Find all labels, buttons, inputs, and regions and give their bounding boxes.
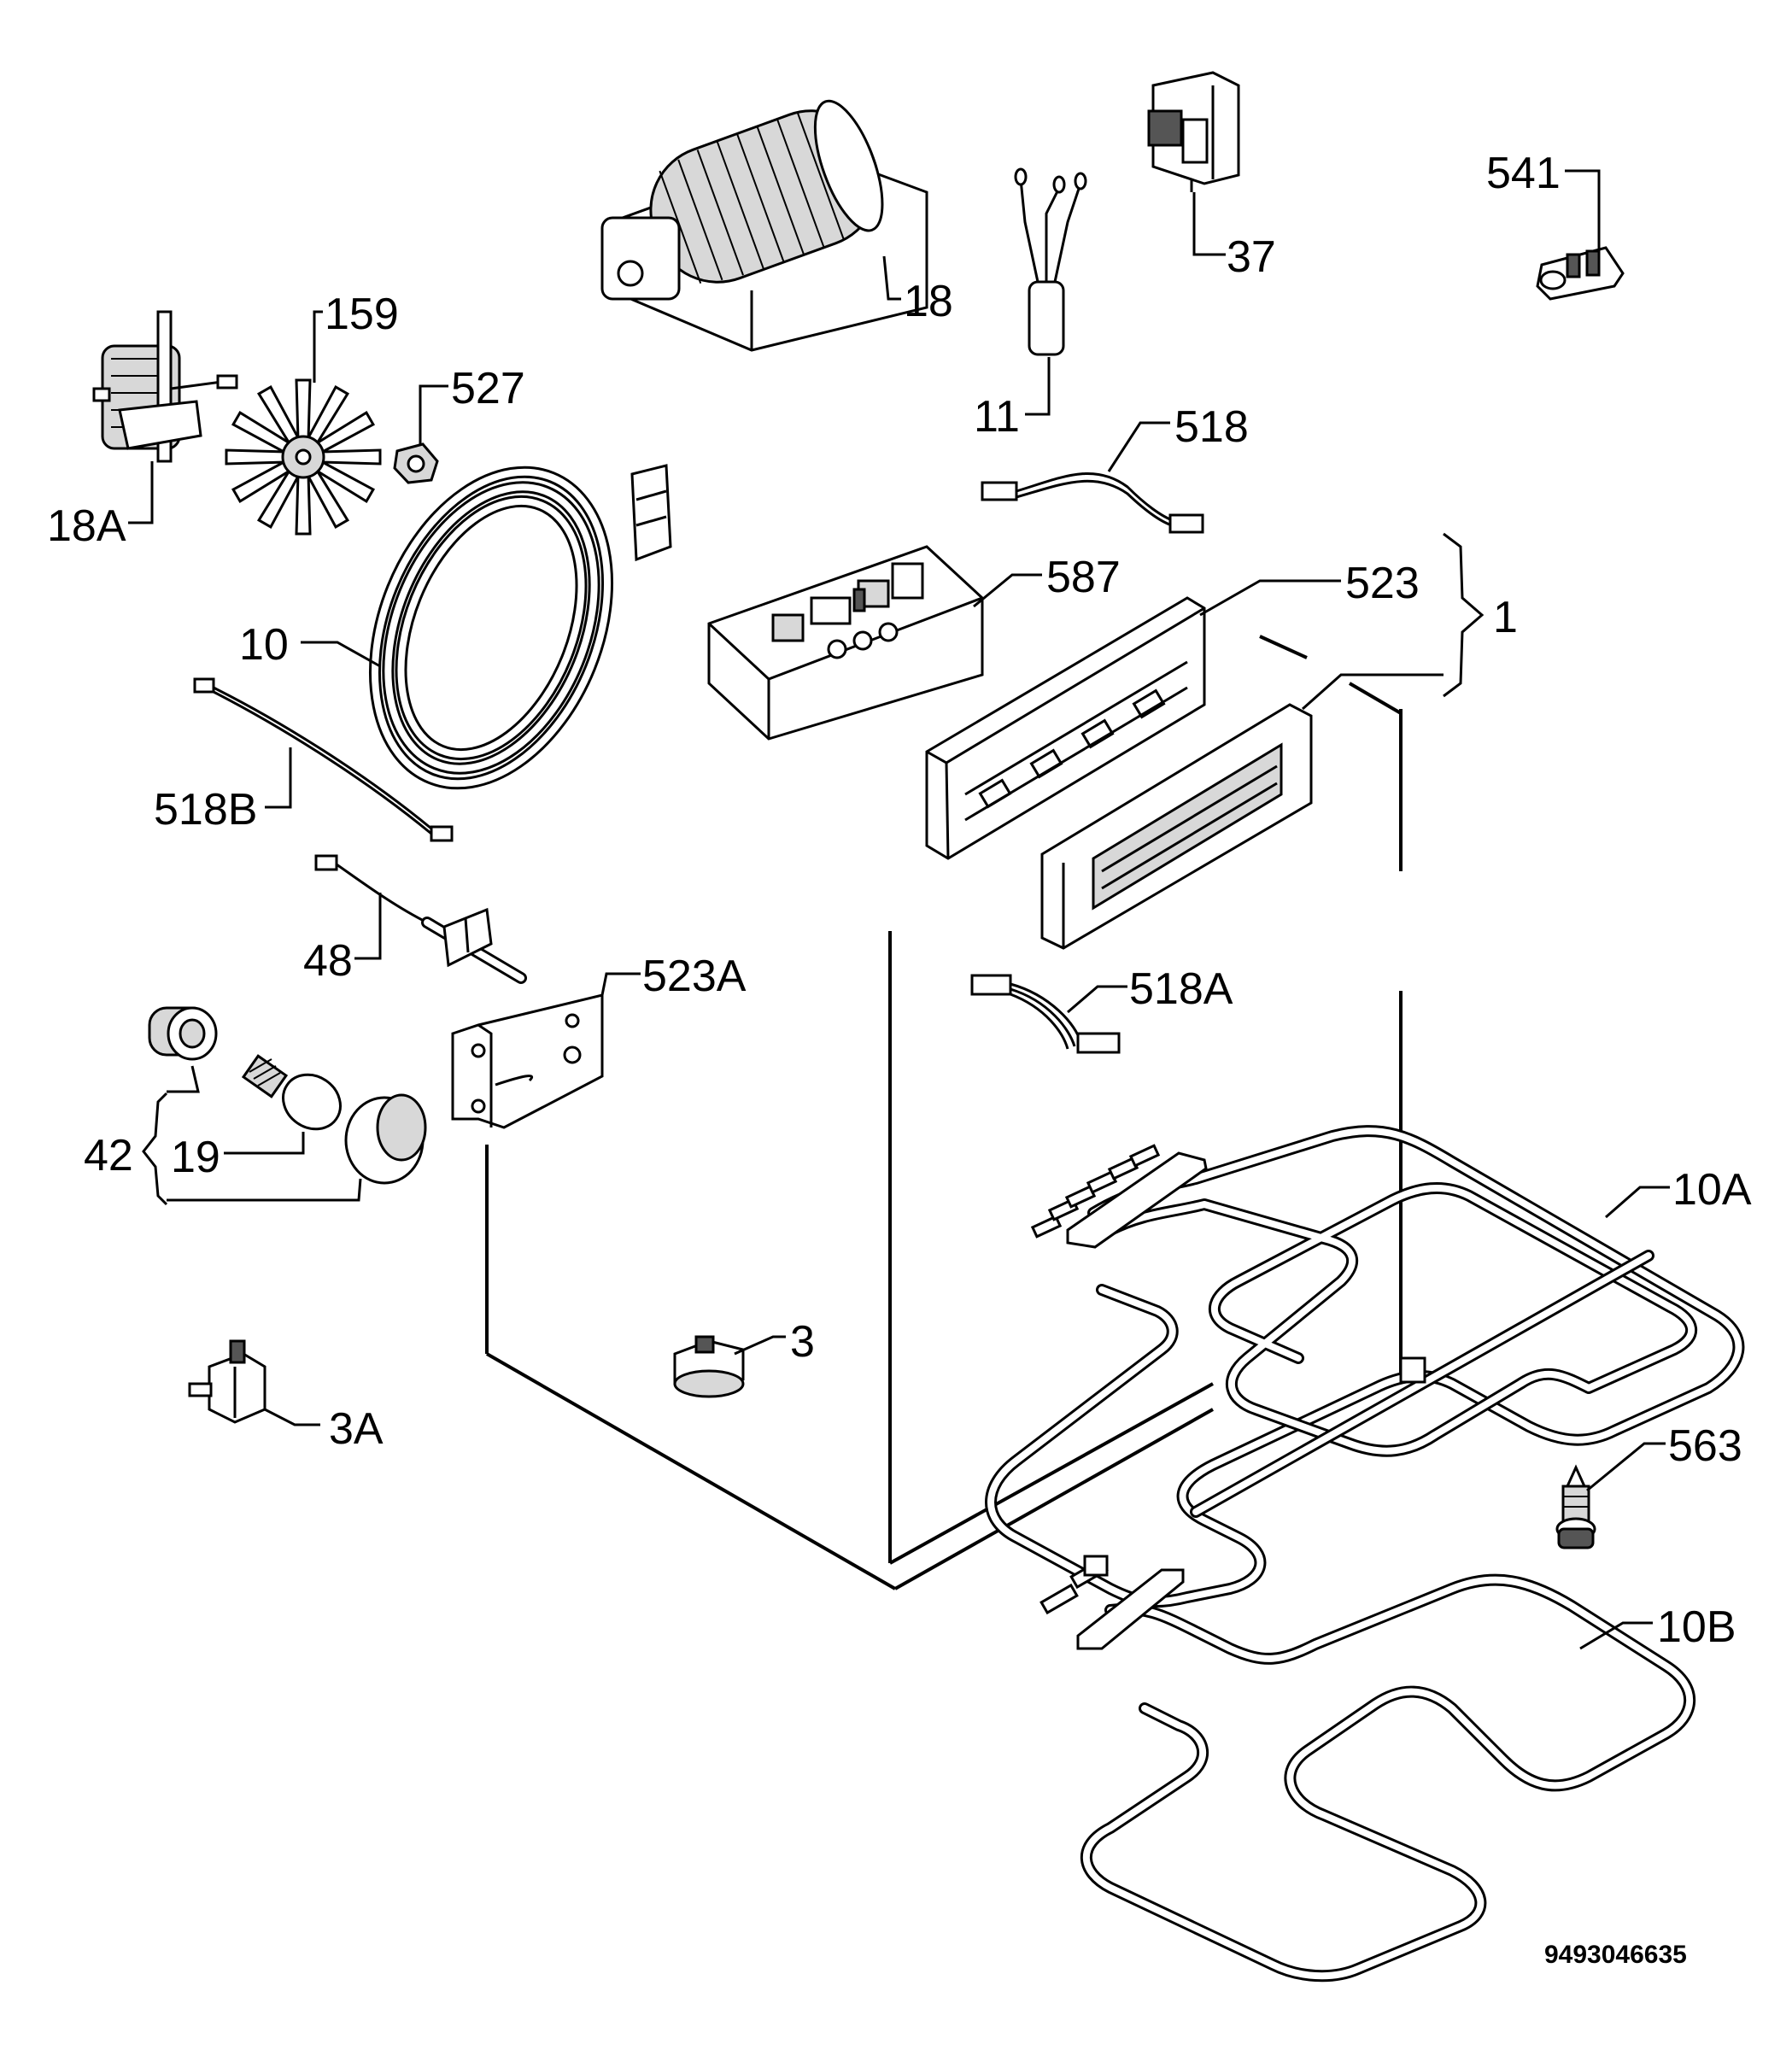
lamp-holder: [148, 1006, 218, 1061]
label-159: 159: [325, 290, 399, 339]
label-541: 541: [1486, 149, 1561, 198]
label-18A: 18A: [47, 501, 126, 551]
lamp-cover: [344, 1093, 427, 1185]
tangential-fan: [600, 99, 928, 352]
leader-523: [1199, 579, 1341, 617]
leader-518A: [1067, 985, 1127, 1014]
display-board: [1040, 703, 1313, 950]
label-3: 3: [790, 1317, 815, 1367]
label-3A: 3A: [329, 1404, 384, 1454]
leader-18: [882, 255, 901, 301]
leader-518B: [265, 747, 292, 809]
mounting-bracket: [451, 993, 604, 1129]
cable-518B: [193, 677, 454, 842]
leader-10A: [1605, 1186, 1670, 1219]
label-563: 563: [1668, 1421, 1742, 1471]
control-board-frame: [925, 596, 1206, 860]
leader-10: [301, 641, 381, 668]
leader-19: [224, 1132, 305, 1155]
circular-heating-element: [368, 464, 672, 790]
label-48: 48: [303, 936, 353, 986]
leader-3A: [264, 1408, 320, 1426]
leader-42a: [167, 1065, 200, 1093]
label-10: 10: [239, 620, 289, 670]
leader-518: [1107, 421, 1170, 472]
label-523: 523: [1345, 559, 1420, 608]
label-523A: 523A: [642, 952, 747, 1001]
leader-3: [734, 1335, 786, 1356]
temperature-sensor: [314, 854, 527, 984]
thermostat-3A: [188, 1339, 266, 1424]
label-19: 19: [171, 1133, 220, 1182]
label-11: 11: [974, 392, 1020, 442]
leader-48: [354, 893, 382, 960]
door-switch: [1147, 71, 1240, 192]
leader-563: [1586, 1442, 1666, 1492]
fan-motor: [92, 310, 238, 463]
leader-10B: [1579, 1621, 1653, 1650]
leader-159: [313, 310, 323, 383]
label-42: 42: [84, 1131, 133, 1180]
cable-518A: [970, 974, 1121, 1054]
screw: [1555, 1464, 1596, 1549]
interference-filter: [1014, 167, 1087, 356]
label-18: 18: [904, 277, 953, 326]
power-board: [707, 545, 984, 741]
leader-42b: [167, 1178, 362, 1202]
leader-587: [973, 573, 1042, 608]
label-10B: 10B: [1657, 1602, 1736, 1652]
bottom-heating-element: [1039, 1555, 1696, 1983]
label-1: 1: [1493, 593, 1518, 642]
leader-37: [1192, 192, 1226, 256]
label-587: 587: [1046, 553, 1121, 602]
leader-541: [1565, 169, 1601, 252]
leader-11: [1025, 357, 1051, 416]
bracket-42: [142, 1092, 168, 1206]
fan-blade: [225, 378, 382, 536]
lamp-bulb: [241, 1054, 342, 1131]
fan-nut: [393, 442, 439, 484]
cable-harness-518: [981, 472, 1204, 534]
thermostat-3: [673, 1335, 745, 1398]
label-527: 527: [451, 364, 525, 413]
label-518B: 518B: [154, 785, 257, 835]
label-518: 518: [1174, 402, 1249, 452]
leader-1: [1302, 673, 1444, 711]
leader-527: [419, 384, 448, 444]
leader-523A: [600, 972, 641, 996]
label-37: 37: [1227, 232, 1276, 282]
bracket-1: [1443, 532, 1485, 698]
label-10A: 10A: [1672, 1165, 1752, 1215]
terminal-block: [1536, 246, 1625, 301]
label-518A: 518A: [1129, 964, 1233, 1014]
leader-18A: [128, 461, 154, 524]
diagram-code: 9493046635: [1544, 1941, 1687, 1969]
grill-heating-element: [985, 1125, 1745, 1608]
oven-cavity-outline: [485, 635, 1403, 1590]
